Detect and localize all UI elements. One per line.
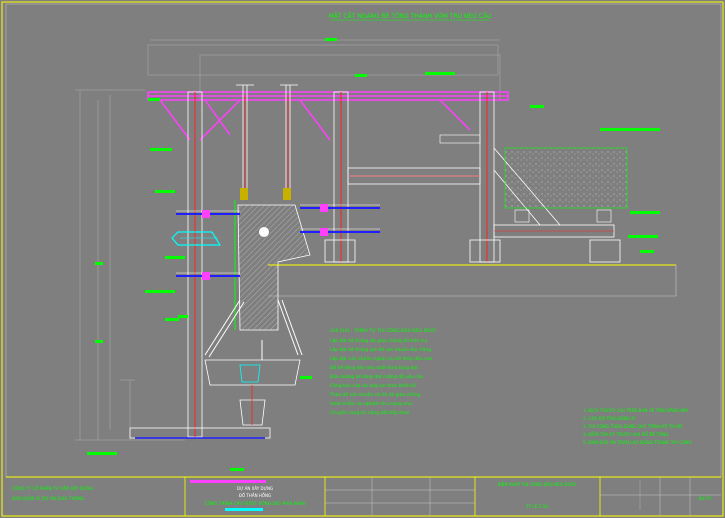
deck-supports — [324, 239, 621, 263]
construction-lines — [75, 39, 641, 510]
sheet-number: BV-07 — [698, 496, 711, 502]
note-header: GHI CHÚ : TRÌNH TỰ THI CÔNG ĐẦU NEO DƯỚI — [330, 326, 436, 334]
bottom-platform — [204, 359, 301, 386]
anchor-hole — [259, 227, 269, 237]
hanger-jack-right — [283, 188, 291, 200]
magenta-bar — [190, 480, 266, 483]
note-line: Chuyển sang thi công đốt tiếp theo — [330, 409, 410, 416]
note-line: Tháo dỡ ván khuôn và hệ đà giáo chống — [329, 391, 421, 398]
small-beam — [439, 134, 481, 144]
right-note-line: 4. KIỂM TRA KỸ TRƯỚC KHI ĐỔ BÊ TÔNG — [583, 432, 669, 437]
anchor-block — [237, 204, 311, 331]
cyan-clamp — [171, 231, 222, 246]
note-line: Đổ bê tông đầu neo dưới theo từng đợt — [330, 363, 418, 371]
right-note-line: 2. CAO ĐỘ TÍNH BẰNG M — [583, 416, 635, 421]
bolt-head-left — [514, 209, 530, 223]
cyan-bar — [225, 508, 263, 511]
right-note-line: 5. ĐẢM BẢO AN TOÀN LAO ĐỘNG TRONG THI CÔ… — [583, 440, 692, 445]
hanger-rods — [236, 84, 298, 195]
hanger-jack-left — [240, 188, 248, 200]
left-sub: BAN QUẢN LÝ DỰ ÁN GIAO THÔNG — [12, 496, 84, 501]
concrete-area — [504, 147, 628, 209]
right-notes: 1. KÍCH THƯỚC GHI TRÊN BẢN VẼ TÍNH BẰNG … — [583, 408, 692, 445]
right-note-line: 1. KÍCH THƯỚC GHI TRÊN BẢN VẼ TÍNH BẰNG … — [583, 408, 688, 413]
note-line: Hoàn thiện và nghiệm thu hạng mục — [330, 400, 413, 407]
annotation-callouts — [87, 38, 660, 471]
cyan-bracket — [239, 364, 261, 383]
note-line: Lắp đặt hệ thống giá đỡ ván khuôn đúc hẫ… — [330, 346, 431, 353]
right-note-line: 3. THI CÔNG THEO ĐÚNG QUY TRÌNH KỸ THUẬT — [583, 424, 683, 429]
bolt-head-right — [596, 209, 612, 223]
tie-bolts — [176, 204, 380, 280]
note-line: Lắp đặt ván khuôn ngoài và cốt thép đầu … — [330, 354, 433, 362]
project-header: DỰ ÁN XÂY DỰNG — [237, 486, 273, 491]
note-lines: Lắp đặt hệ thống đà giáo chống đỡ trên t… — [329, 337, 433, 416]
sheet-sub: TỶ LỆ 1:50 — [525, 504, 548, 509]
title-block — [6, 476, 721, 516]
drawing-title: MẶT CẮT NGANG BÊ TÔNG THÀNH VÒM TRỤ NEO … — [329, 12, 492, 20]
project-item: CÔNG TRÌNH CẦU VƯỢT SÔNG (BỜ PHÍA NAM) — [205, 499, 306, 507]
left-company: CÔNG TY CỔ PHẦN TƯ VẤN XÂY DỰNG — [12, 486, 93, 491]
lower-bracket — [239, 399, 266, 426]
top-steel-beam — [147, 91, 509, 141]
lower-struts — [204, 299, 303, 360]
project-name: ĐỒ THẦN HỒNG — [239, 493, 271, 498]
note-line: Bảo dưỡng bê tông đạt cường độ yêu cầu — [330, 372, 423, 380]
note-line: Lắp đặt hệ thống đà giáo chống đỡ trên t… — [330, 337, 427, 344]
bottom-base — [129, 427, 271, 439]
sheet-title: BIỆN PHÁP THI CÔNG ĐẦU NEO DƯỚI — [498, 482, 577, 487]
note-line: Căng kéo cáp dự ứng lực theo thiết kế — [330, 382, 416, 389]
